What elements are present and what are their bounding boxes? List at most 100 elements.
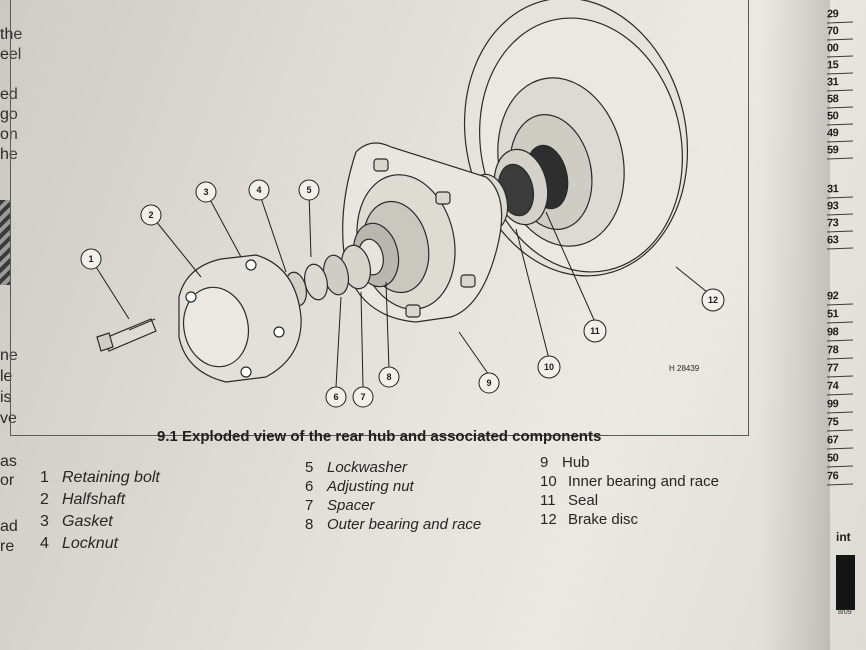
svg-text:5: 5 (306, 185, 311, 195)
svg-text:4: 4 (256, 185, 261, 195)
margin-fragment: ne (0, 347, 18, 364)
index-tab-number: 93 (827, 199, 853, 216)
callout-markers: 1 2 3 4 5 6 7 8 9 10 11 12 (80, 179, 725, 408)
index-tab-number: 99 (827, 397, 853, 414)
index-tab-number: 50 (827, 451, 853, 468)
legend-number: 6 (305, 478, 314, 495)
index-tab-number: 74 (827, 379, 853, 396)
svg-text:12: 12 (708, 295, 718, 305)
margin-fragment: go (0, 106, 18, 123)
callout-10: 10 (537, 355, 561, 379)
legend-number: 10 (540, 473, 557, 490)
retaining-bolt-drawing (96, 318, 157, 352)
index-tab-number: 73 (827, 216, 853, 233)
legend-number: 3 (40, 513, 49, 530)
svg-text:6: 6 (333, 392, 338, 402)
legend-number: 2 (40, 491, 49, 508)
callout-11: 11 (583, 319, 607, 343)
index-tab-number: 00 (827, 41, 853, 58)
legend-label: Hub (562, 454, 590, 471)
legend-number: 4 (40, 535, 49, 552)
legend-label: Adjusting nut (327, 478, 414, 495)
legend-column-3: 9 Hub 10 Inner bearing and race 11 Seal 12 B… (540, 453, 719, 529)
legend-item: 8 Outer bearing and race (305, 515, 481, 534)
legend-label: Spacer (327, 497, 375, 514)
margin-fragment: he (0, 146, 18, 163)
index-tab-number: 67 (827, 433, 853, 450)
svg-text:11: 11 (590, 326, 600, 336)
callout-5: 5 (298, 179, 320, 201)
legend-label: Brake disc (568, 511, 639, 528)
index-tab-number: 50 (827, 109, 853, 126)
legend-item: 2 Halfshaft (40, 489, 160, 511)
callout-4: 4 (248, 179, 270, 201)
index-tab-number: 75 (827, 415, 853, 432)
caption-text: Exploded view of the rear hub and associ… (182, 428, 602, 445)
index-tab-number: 15 (827, 58, 853, 75)
callout-9: 9 (478, 372, 500, 394)
legend-column-1: 1 Retaining bolt 2 Halfshaft 3 Gasket 4 Lock… (40, 467, 160, 555)
margin-fragment: ad (0, 518, 18, 535)
legend-label: Inner bearing and race (568, 473, 719, 490)
index-tab-number: 92 (827, 289, 853, 306)
halfshaft-flange-drawing (178, 254, 302, 383)
callout-8: 8 (378, 366, 400, 388)
margin-fragment: on (0, 126, 18, 143)
figure-caption: 9.1 Exploded view of the rear hub and as… (157, 428, 601, 445)
svg-text:3: 3 (203, 187, 208, 197)
legend-item: 3 Gasket (40, 511, 160, 533)
index-tab-number: 63 (827, 233, 853, 250)
legend-item: 7 Spacer (305, 496, 481, 515)
index-tab-number: 70 (827, 24, 853, 41)
index-tab-number: 31 (827, 75, 853, 92)
exploded-hub-drawing: 1 2 3 4 5 6 7 8 9 10 11 12 H 28439 (80, 0, 725, 408)
callout-1: 1 (80, 248, 102, 270)
figure-frame: 1 2 3 4 5 6 7 8 9 10 11 12 H 28439 (10, 0, 749, 436)
margin-fragment: ed (0, 86, 18, 103)
callout-7: 7 (352, 386, 374, 408)
margin-fragment: or (0, 472, 15, 489)
svg-text:1: 1 (88, 254, 93, 264)
svg-text:7: 7 (360, 392, 365, 402)
index-tab-number: 59 (827, 143, 853, 160)
legend-number: 8 (305, 516, 314, 533)
legend-label: Retaining bolt (62, 469, 160, 486)
index-tab-number: 77 (827, 361, 853, 378)
margin-fragment: le (0, 368, 13, 385)
legend-item: 11 Seal (540, 491, 719, 510)
margin-fragment: re (0, 538, 15, 555)
index-tab-number: 29 (827, 7, 853, 24)
legend-number: 12 (540, 511, 557, 528)
legend-item: 12 Brake disc (540, 510, 719, 529)
legend-label: Locknut (62, 535, 119, 552)
legend-number: 5 (305, 459, 314, 476)
legend-item: 9 Hub (540, 453, 719, 472)
margin-fragment: is (0, 389, 12, 406)
svg-text:2: 2 (148, 210, 153, 220)
legend-item: 10 Inner bearing and race (540, 472, 719, 491)
caption-number: 9.1 (157, 428, 178, 445)
legend-number: 1 (40, 469, 49, 486)
callout-leaders (90, 191, 708, 388)
legend-label: Gasket (62, 513, 113, 530)
legend-label: Outer bearing and race (327, 516, 482, 533)
margin-fragment: the (0, 26, 23, 43)
callout-6: 6 (325, 386, 347, 408)
legend-number: 11 (540, 492, 556, 509)
margin-warning-stripes (0, 200, 10, 285)
legend-item: 6 Adjusting nut (305, 477, 481, 496)
legend-number: 7 (305, 497, 314, 514)
callout-2: 2 (140, 204, 162, 226)
index-tab-number: 76 (827, 469, 853, 486)
legend-label: Halfshaft (62, 491, 126, 508)
legend-label: Seal (568, 492, 599, 509)
index-tab-label: int (836, 530, 851, 544)
svg-text:10: 10 (544, 362, 554, 372)
legend-item: 4 Locknut (40, 533, 160, 555)
legend-item: 1 Retaining bolt (40, 467, 160, 489)
hub-drawing (342, 142, 503, 323)
legend-number: 9 (540, 454, 549, 471)
